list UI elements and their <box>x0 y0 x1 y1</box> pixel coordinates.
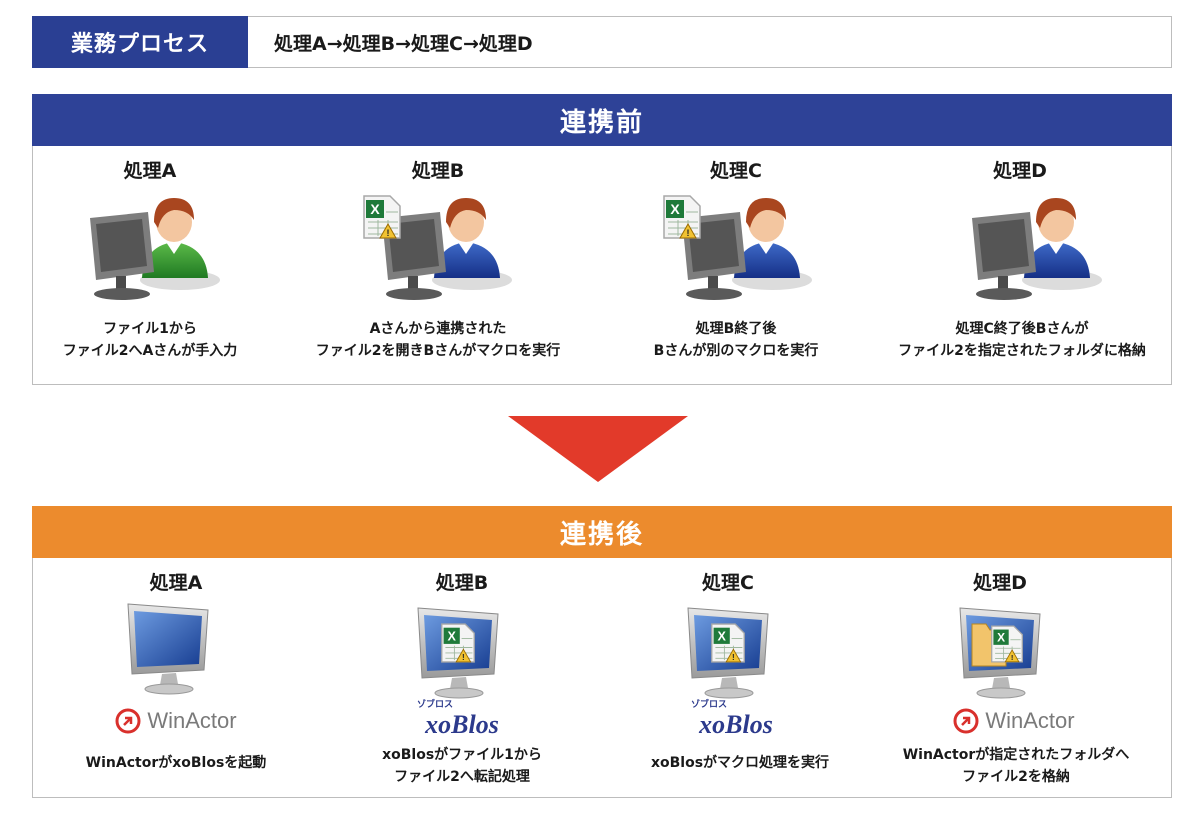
monitor-folder-icon <box>959 607 1041 699</box>
after-title-c: 処理C <box>702 572 754 594</box>
process-label: 業務プロセス <box>32 16 248 68</box>
after-desc-b: xoBlosがファイル1から ファイル2へ転記処理 <box>382 747 542 785</box>
monitor-icon <box>127 603 209 695</box>
process-flow: 処理A→処理B→処理C→処理D <box>274 32 533 55</box>
after-desc-c: xoBlosがマクロ処理を実行 <box>650 755 830 771</box>
person-with-excel-macro-icon <box>363 195 512 300</box>
before-desc-b: Aさんから連携された ファイル2を開きBさんがマクロを実行 <box>315 321 561 359</box>
winactor-logo: WinActor <box>914 708 1114 734</box>
after-desc-a: WinActorがxoBlosを起動 <box>85 755 267 771</box>
winactor-logo: WinActor <box>76 708 276 734</box>
before-desc-a: ファイル1から ファイル2へAさんが手入力 <box>62 321 238 359</box>
before-desc-d: 処理C終了後Bさんが ファイル2を指定されたフォルダに格納 <box>898 321 1146 359</box>
after-desc-d: WinActorが指定されたフォルダへ ファイル2を格納 <box>902 747 1130 785</box>
before-title-a: 処理A <box>123 160 177 182</box>
after-title-b: 処理B <box>435 572 489 594</box>
person-at-computer-icon <box>972 198 1102 300</box>
before-title-c: 処理C <box>710 160 762 182</box>
before-title-d: 処理D <box>993 160 1047 182</box>
before-header: 連携前 <box>32 94 1172 146</box>
winactor-mark-icon <box>953 708 979 734</box>
xoblos-logo: ゾブロス xoBlos <box>416 700 499 739</box>
before-title-b: 処理B <box>411 160 465 182</box>
person-with-excel-macro-icon <box>663 195 812 300</box>
after-title-a: 処理A <box>149 572 203 594</box>
monitor-excel-icon <box>417 607 499 699</box>
xoblos-logo: ゾブロス xoBlos <box>690 700 773 739</box>
winactor-mark-icon <box>115 708 141 734</box>
person-at-computer-icon <box>90 198 220 300</box>
after-title-d: 処理D <box>973 572 1027 594</box>
after-header: 連携後 <box>32 506 1172 558</box>
down-arrow-icon <box>508 416 688 482</box>
before-desc-c: 処理B終了後 Bさんが別のマクロを実行 <box>653 321 819 359</box>
monitor-excel-icon <box>687 607 769 699</box>
